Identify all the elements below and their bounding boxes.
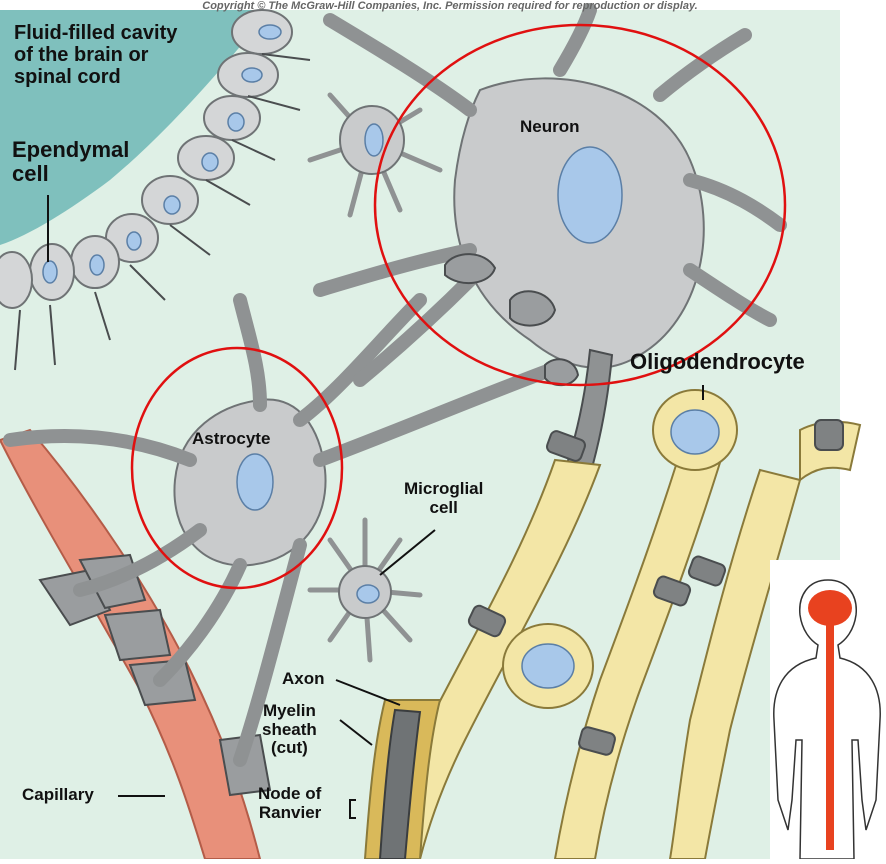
label-astrocyte: Astrocyte	[192, 430, 270, 449]
spinal-cord-mark	[826, 620, 834, 850]
astrocyte-nucleus	[237, 454, 273, 510]
label-fluid-cavity: Fluid-filled cavity of the brain or spin…	[14, 22, 177, 88]
label-fluid-cavity-line2: of the brain or	[14, 44, 177, 66]
label-microglial-cell: Microglial cell	[404, 480, 483, 517]
label-myelin-line3: (cut)	[262, 739, 317, 758]
label-microglial-line2: cell	[404, 499, 483, 518]
label-ependymal-line1: Ependymal	[12, 138, 129, 162]
label-myelin-sheath: Myelin sheath (cut)	[262, 702, 317, 758]
label-fluid-cavity-line1: Fluid-filled cavity	[14, 22, 177, 44]
label-ependymal-cell: Ependymal cell	[12, 138, 129, 186]
label-node-line1: Node of	[258, 785, 321, 804]
label-neuron: Neuron	[520, 118, 580, 137]
label-node-line2: Ranvier	[258, 804, 321, 823]
label-ependymal-line2: cell	[12, 162, 129, 186]
label-myelin-line2: sheath	[262, 721, 317, 740]
label-capillary: Capillary	[22, 786, 94, 805]
human-silhouette-icon	[770, 560, 886, 859]
label-fluid-cavity-line3: spinal cord	[14, 66, 177, 88]
label-axon: Axon	[282, 670, 325, 689]
copyright-notice: Copyright © The McGraw-Hill Companies, I…	[100, 0, 800, 12]
label-microglial-line1: Microglial	[404, 480, 483, 499]
label-oligodendrocyte: Oligodendrocyte	[630, 350, 805, 374]
label-myelin-line1: Myelin	[262, 702, 317, 721]
neuron-nucleus	[558, 147, 622, 243]
label-node-of-ranvier: Node of Ranvier	[258, 785, 321, 822]
